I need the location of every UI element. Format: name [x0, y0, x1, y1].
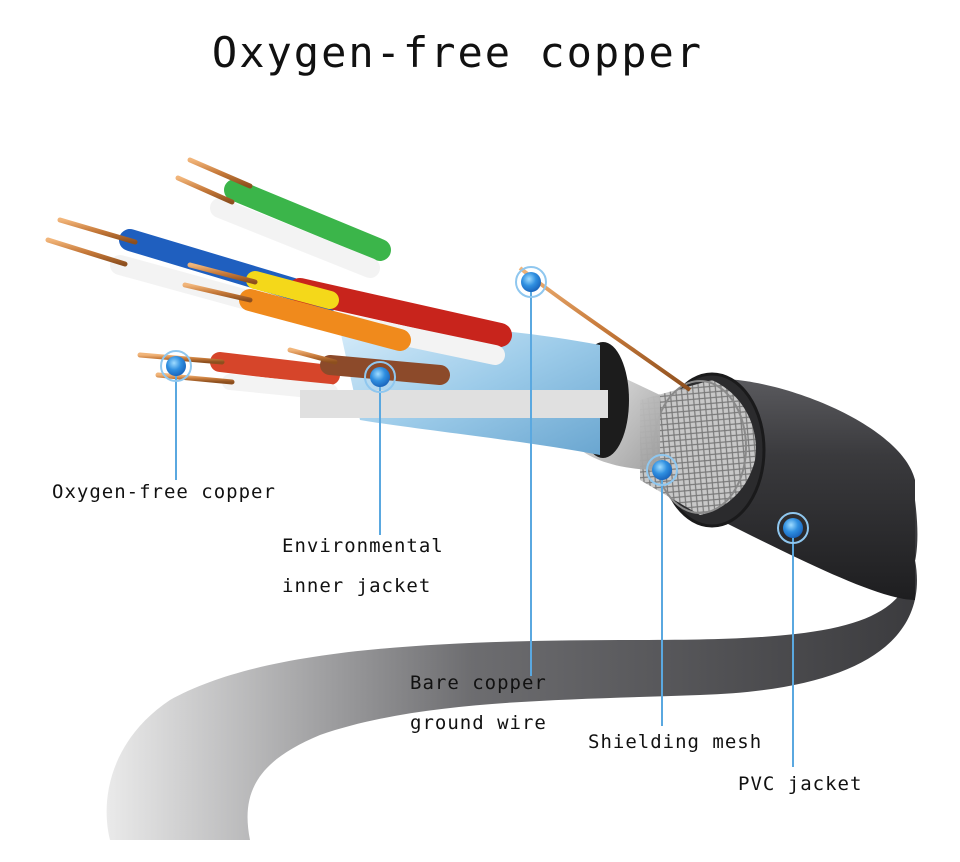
cable-loop [106, 500, 918, 840]
label-text: Environmental [282, 535, 444, 557]
shielding-mesh-body [640, 380, 756, 515]
label-text: PVC jacket [738, 773, 863, 795]
label-ground-wire: Bare copper ground wire [410, 663, 547, 743]
label-oxygen-free-copper: Oxygen-free copper [52, 472, 276, 512]
label-text: ground wire [410, 712, 547, 734]
wire-pairs [45, 157, 512, 400]
callout-lines [175, 282, 794, 767]
label-pvc-jacket: PVC jacket [738, 764, 862, 804]
label-inner-jacket: Environmental inner jacket [282, 526, 444, 606]
page-title: Oxygen-free copper [211, 28, 704, 77]
label-text: Bare copper [410, 672, 547, 694]
label-text: inner jacket [282, 575, 432, 597]
label-text: Shielding mesh [588, 731, 763, 753]
label-text: Oxygen-free copper [52, 481, 276, 503]
label-shielding-mesh: Shielding mesh [588, 722, 762, 762]
callout-dots [160, 266, 809, 544]
blur-bar [300, 390, 608, 418]
